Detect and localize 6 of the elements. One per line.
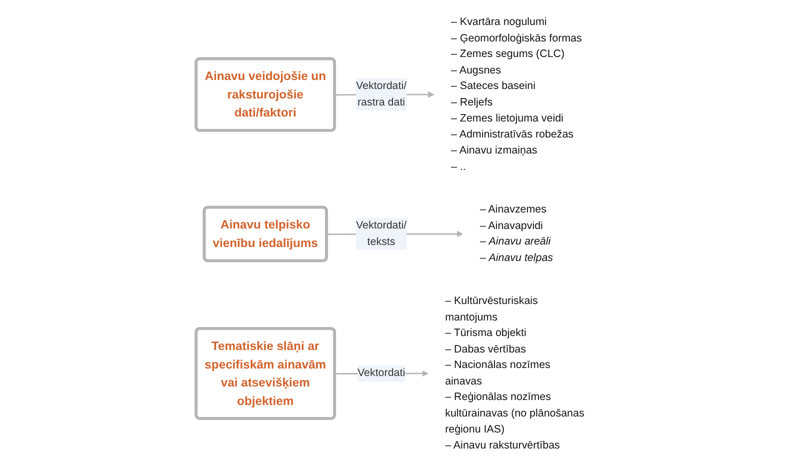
edge-label: Vektordati — [357, 366, 406, 379]
node-text: – Kultūrvēsturiskais mantojums – Tūrisma objekti – Dabas vērtības – Nacionālas nozīmes ainavas – Reģionālas nozīmes kultūrainavas (no plānošanas reģionu IAS) – Ainavu raksturvērtības — [445, 294, 584, 452]
node-text: – Kvartāra nogulumi – Ģeomorfoloģiskās formas – Zemes segums (CLC) – Augsnes – Sateces baseini – Reljefs – Zemes lietojuma veidi – Administratīvās robežas – Ainavu izmaiņas – .. — [451, 16, 582, 172]
node-text: – Ainavzemes – Ainavapvidi – Ainavu areāli – Ainavu telpas — [480, 203, 554, 264]
edge-label: Vektordati/ teksts — [356, 219, 407, 248]
edge-label: Vektordati/ rastra dati — [356, 80, 407, 108]
